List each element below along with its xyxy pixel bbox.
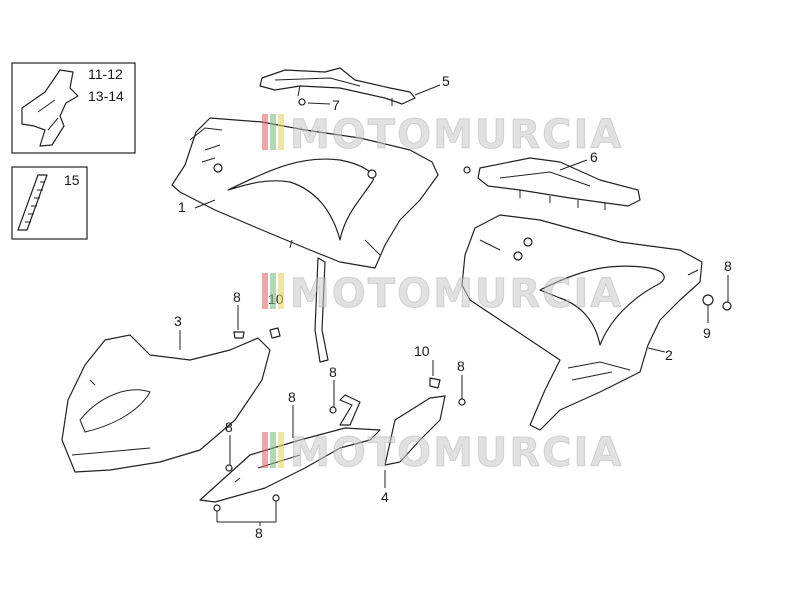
clip-part-icon [21,69,79,147]
callout-11-12: 11-12 [88,66,123,82]
watermark-text: MOTOMURCIA [290,112,623,158]
adhesive-strip-icon [17,174,48,231]
watermark-text: MOTOMURCIA [290,271,623,317]
part-6-bracket [463,157,641,210]
part-4-lower-piece [199,394,446,503]
watermark-top: MOTOMURCIA [262,112,623,159]
part-2-right-fairing [461,214,703,431]
part-5-bracket [259,67,416,106]
callouts: 1 2 3 4 5 6 7 8 8 8 8 8 8 8 9 10 10 [174,73,732,541]
watermark-text: MOTOMURCIA [290,430,623,476]
part-1-left-fairing [171,117,439,363]
callout-13-14: 13-14 [88,88,124,104]
watermark-middle: MOTOMURCIA [262,271,623,318]
callout-10-b: 10 [414,343,430,359]
inset-box-15: 15 [11,166,88,240]
callout-8-a: 8 [233,289,241,305]
callout-7: 7 [332,97,340,113]
watermark-bottom: MOTOMURCIA [262,430,623,477]
callout-1: 1 [178,199,186,215]
callout-5: 5 [442,73,450,89]
callout-8-d: 8 [329,364,337,380]
callout-3: 3 [174,313,182,329]
part-3-lower-cover [61,334,271,473]
inset-box-11-14: 11-12 13-14 [11,62,136,154]
callout-8-b: 8 [724,258,732,274]
callout-9: 9 [703,325,711,341]
callout-2: 2 [665,347,673,363]
callout-8-f: 8 [225,419,233,435]
callout-8-e: 8 [288,389,296,405]
callout-4: 4 [381,489,389,505]
callout-6: 6 [590,149,598,165]
callout-8-c: 8 [457,358,465,374]
leader-lines [179,84,729,526]
callout-15: 15 [64,172,80,188]
callout-8-g: 8 [255,525,263,541]
